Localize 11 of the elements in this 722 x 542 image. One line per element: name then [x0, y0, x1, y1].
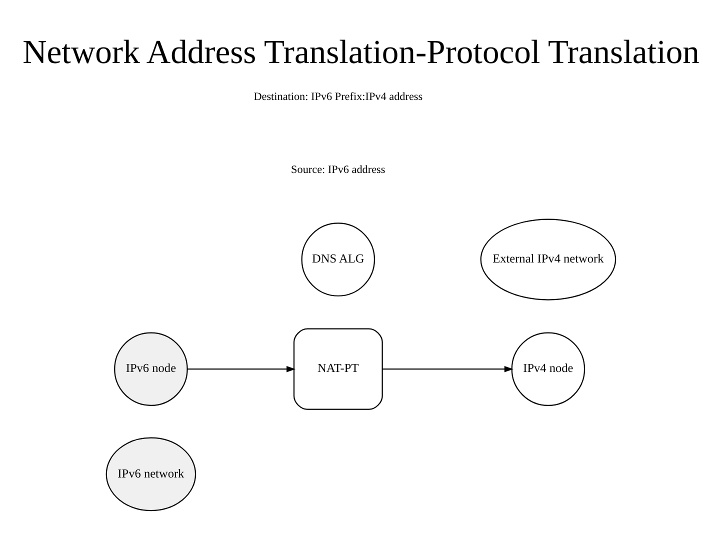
arrow [187, 366, 296, 372]
label: Source: IPv6 address [291, 164, 386, 176]
diagram-title: Network Address Translation-Protocol Translation [22, 34, 700, 71]
node-box: NAT-PT [293, 328, 383, 410]
node-circle: IPv4 node [511, 332, 586, 406]
node-circle: IPv6 node [114, 332, 188, 406]
arrow [382, 366, 514, 372]
label: Destination: IPv6 Prefix:IPv4 address [254, 91, 423, 104]
node-ellipse: IPv6 network [106, 437, 196, 512]
node-circle: DNS ALG [301, 222, 376, 296]
node-ellipse: External IPv4 network [480, 218, 616, 300]
